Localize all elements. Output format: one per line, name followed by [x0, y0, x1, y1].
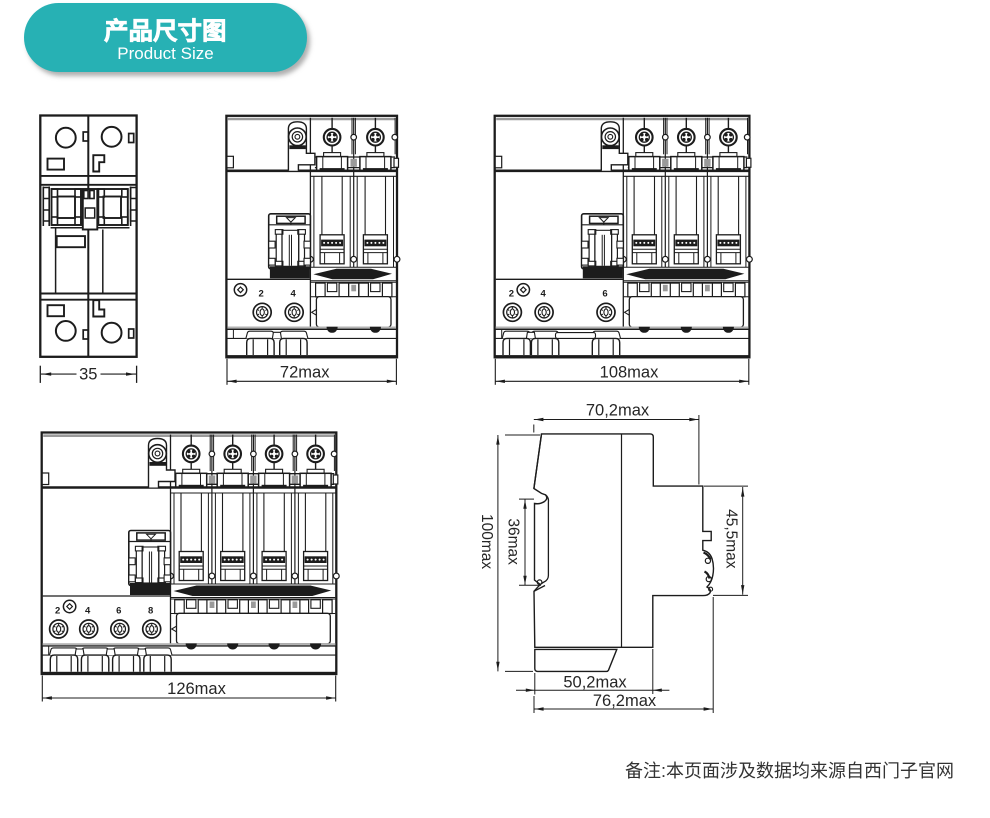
svg-text:2: 2: [259, 289, 264, 300]
svg-text:4: 4: [85, 605, 91, 616]
svg-text:4: 4: [291, 289, 297, 300]
svg-text:100max: 100max: [478, 514, 495, 569]
svg-text:6: 6: [602, 289, 607, 300]
svg-text:108max: 108max: [600, 364, 659, 382]
svg-text:72max: 72max: [280, 364, 330, 382]
svg-text:70,2max: 70,2max: [586, 402, 650, 420]
svg-text:76,2max: 76,2max: [593, 692, 657, 710]
svg-text:50,2max: 50,2max: [563, 673, 627, 691]
svg-text:35: 35: [79, 366, 97, 384]
svg-text:45,5max: 45,5max: [723, 509, 740, 569]
svg-text:36max: 36max: [505, 518, 522, 565]
svg-text:4: 4: [540, 289, 546, 300]
svg-text:6: 6: [116, 605, 121, 616]
svg-text:8: 8: [148, 605, 153, 616]
svg-text:2: 2: [509, 289, 514, 300]
svg-text:2: 2: [55, 605, 60, 616]
svg-text:126max: 126max: [167, 680, 226, 698]
